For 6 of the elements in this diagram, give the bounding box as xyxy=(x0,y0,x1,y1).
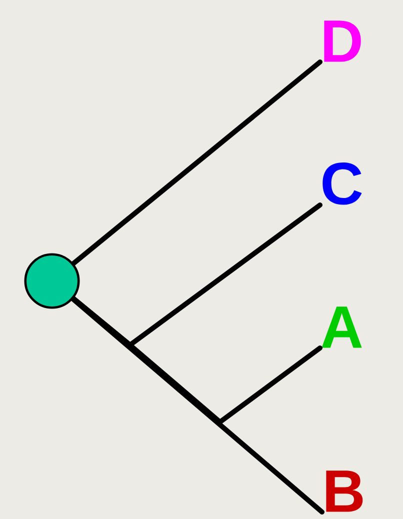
taxon-label: A xyxy=(322,306,362,348)
branch-line xyxy=(70,296,324,514)
taxon-label: B xyxy=(326,470,363,512)
branch-line xyxy=(71,60,322,266)
taxon-label: D xyxy=(324,20,361,62)
taxon-label: C xyxy=(322,162,362,205)
